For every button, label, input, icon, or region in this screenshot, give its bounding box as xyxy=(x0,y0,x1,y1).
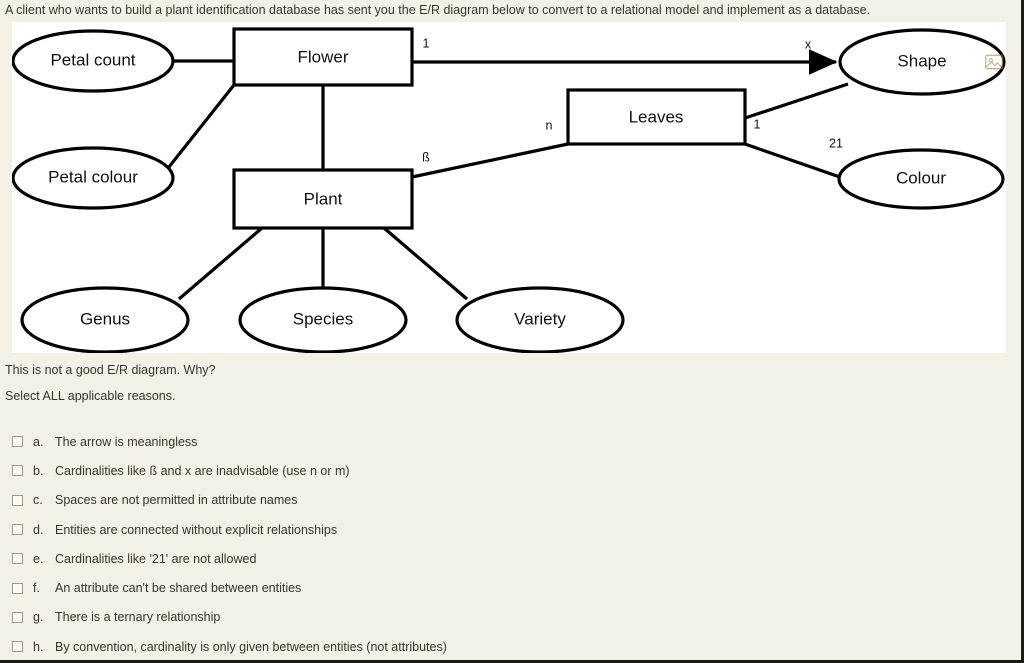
entity-leaves-label: Leaves xyxy=(629,107,684,126)
option-text-e: Cardinalities like '21' are not allowed xyxy=(55,551,257,566)
edge-petalcolour-flower xyxy=(159,84,236,178)
entity-flower[interactable] xyxy=(232,27,414,87)
attribute-species-label: Species xyxy=(293,309,353,328)
option-text-a: The arrow is meaningless xyxy=(55,434,198,449)
cardinality-plant-leaves: ß xyxy=(422,150,430,164)
broken-image-icon xyxy=(985,54,1003,70)
checkbox-b[interactable] xyxy=(12,465,23,477)
cardinality-colour-end: 21 xyxy=(829,136,843,150)
option-text-h: By convention, cardinality is only given… xyxy=(55,639,447,654)
option-row-e[interactable]: e. Cardinalities like '21' are not allow… xyxy=(5,544,905,573)
attribute-petal-colour-label: Petal colour xyxy=(48,167,138,186)
attribute-petal-count[interactable] xyxy=(12,29,175,93)
option-text-f: An attribute can't be shared between ent… xyxy=(55,581,302,596)
question-prompt: This is not a good E/R diagram. Why? xyxy=(5,363,216,377)
attribute-petal-colour[interactable] xyxy=(12,146,175,210)
edge-plant-variety xyxy=(382,226,469,301)
er-diagram-canvas: Flower Plant Leaves Petal count Petal co… xyxy=(12,22,1006,353)
attribute-genus-label: Genus xyxy=(80,309,130,328)
option-letter-h: h. xyxy=(33,639,44,654)
entity-plant[interactable] xyxy=(232,168,414,230)
option-row-a[interactable]: a. The arrow is meaningless xyxy=(5,427,905,456)
option-letter-c: c. xyxy=(33,493,43,508)
option-row-b[interactable]: b. Cardinalities like ß and x are inadvi… xyxy=(5,456,905,485)
option-row-g[interactable]: g. There is a ternary relationship xyxy=(5,603,905,632)
intro-text: A client who wants to build a plant iden… xyxy=(5,3,871,17)
option-text-g: There is a ternary relationship xyxy=(55,610,221,625)
attribute-shape[interactable] xyxy=(838,28,1006,96)
entity-plant-label: Plant xyxy=(304,189,343,208)
option-letter-d: d. xyxy=(33,522,44,537)
option-row-f[interactable]: f. An attribute can't be shared between … xyxy=(5,573,905,602)
edge-plant-leaves xyxy=(411,142,569,179)
question-block: This is not a good E/R diagram. Why? Sel… xyxy=(5,363,905,415)
option-row-c[interactable]: c. Spaces are not permitted in attribute… xyxy=(5,486,905,515)
option-letter-b: b. xyxy=(33,463,44,478)
option-letter-a: a. xyxy=(33,434,44,449)
attribute-colour-label: Colour xyxy=(896,168,946,187)
checkbox-f[interactable] xyxy=(12,582,23,594)
checkbox-d[interactable] xyxy=(12,524,23,536)
entity-leaves[interactable] xyxy=(566,88,747,146)
checkbox-e[interactable] xyxy=(12,553,23,565)
attribute-variety-label: Variety xyxy=(514,309,566,328)
option-text-b: Cardinalities like ß and x are inadvisab… xyxy=(55,463,350,478)
option-letter-g: g. xyxy=(33,610,44,625)
attribute-variety[interactable] xyxy=(455,286,625,353)
checkbox-h[interactable] xyxy=(12,641,23,653)
checkbox-g[interactable] xyxy=(12,611,23,623)
attribute-shape-label: Shape xyxy=(897,51,946,70)
attribute-species[interactable] xyxy=(238,286,408,353)
options-list: a. The arrow is meaningless b. Cardinali… xyxy=(5,427,905,661)
checkbox-c[interactable] xyxy=(12,494,23,506)
edge-leaves-shape xyxy=(744,82,849,120)
attribute-genus[interactable] xyxy=(20,286,190,353)
option-row-h[interactable]: h. By convention, cardinality is only gi… xyxy=(5,632,905,661)
cardinality-shape-arrow: x xyxy=(805,37,812,51)
cardinality-leaves-plant: n xyxy=(546,118,553,132)
attribute-petal-count-label: Petal count xyxy=(50,50,135,69)
cardinality-flower-shape: 1 xyxy=(423,36,430,50)
checkbox-a[interactable] xyxy=(12,436,23,448)
option-letter-e: e. xyxy=(33,551,44,566)
option-text-c: Spaces are not permitted in attribute na… xyxy=(55,493,298,508)
option-letter-f: f. xyxy=(33,581,40,596)
edge-plant-genus xyxy=(177,226,264,301)
attribute-colour[interactable] xyxy=(837,148,1005,210)
entity-flower-label: Flower xyxy=(297,47,348,66)
question-instruction: Select ALL applicable reasons. xyxy=(5,389,176,403)
option-row-d[interactable]: d. Entities are connected without explic… xyxy=(5,515,905,544)
cardinality-leaves-colour: 1 xyxy=(754,117,761,131)
option-text-d: Entities are connected without explicit … xyxy=(55,522,338,537)
